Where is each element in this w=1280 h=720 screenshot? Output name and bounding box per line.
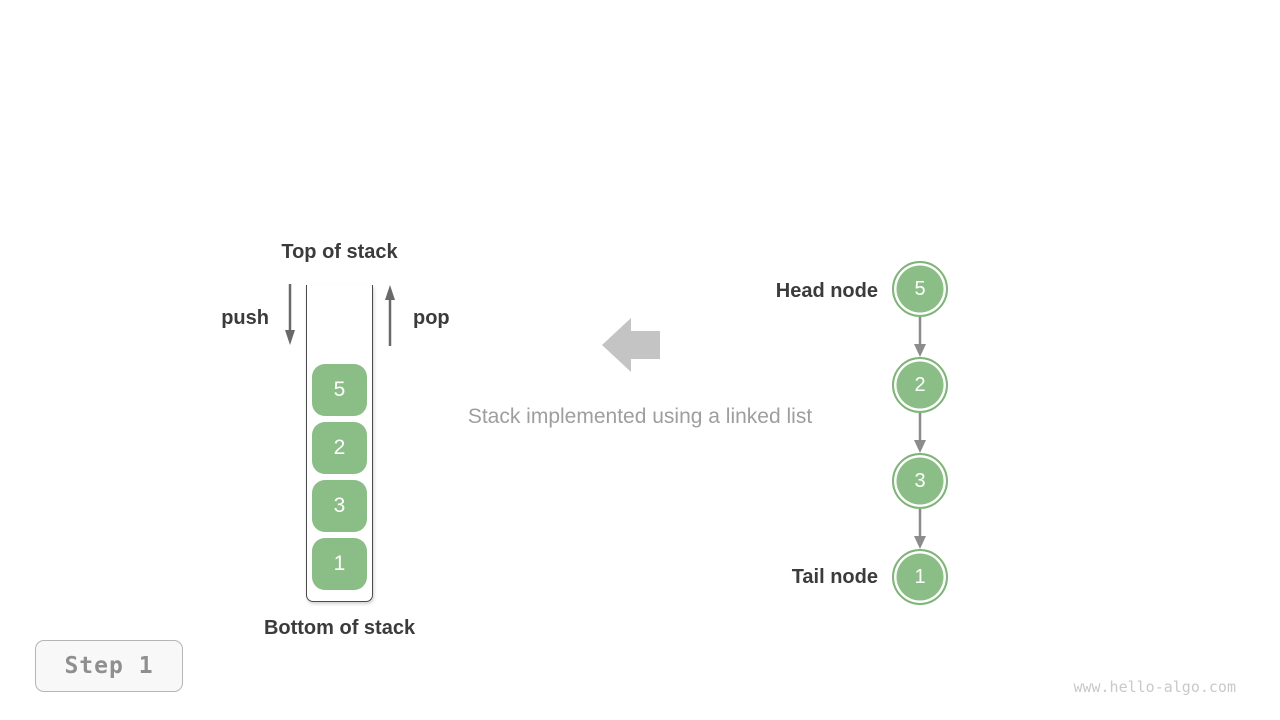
list-node: 5 [892, 261, 948, 317]
caption: Stack implemented using a linked list [467, 405, 813, 428]
next-pointer-arrow-icon [914, 509, 926, 549]
next-pointer-arrow-icon [914, 317, 926, 357]
stack-item: 2 [312, 422, 367, 474]
pop-arrow-icon [385, 285, 395, 346]
list-node: 2 [892, 357, 948, 413]
head-node-label: Head node [775, 280, 878, 302]
left-block-arrow-icon [602, 318, 660, 372]
list-node: 3 [892, 453, 948, 509]
tail-node-label: Tail node [791, 566, 878, 588]
stack-item: 5 [312, 364, 367, 416]
push-label: push [221, 307, 269, 329]
linked-list: 5 2 3 1 [892, 261, 948, 605]
push-arrow-icon [285, 284, 295, 345]
next-pointer-arrow-icon [914, 413, 926, 453]
stack-item: 1 [312, 538, 367, 590]
stack-item: 3 [312, 480, 367, 532]
stack-items: 5 2 3 1 [307, 364, 372, 590]
step-badge: Step 1 [35, 640, 183, 692]
watermark: www.hello-algo.com [1073, 678, 1236, 696]
stack-container: 5 2 3 1 [306, 285, 373, 602]
bottom-of-stack-label: Bottom of stack [263, 617, 416, 639]
step-label: Step 1 [64, 653, 154, 679]
pop-label: pop [413, 307, 450, 329]
top-of-stack-label: Top of stack [281, 241, 398, 263]
list-node: 1 [892, 549, 948, 605]
